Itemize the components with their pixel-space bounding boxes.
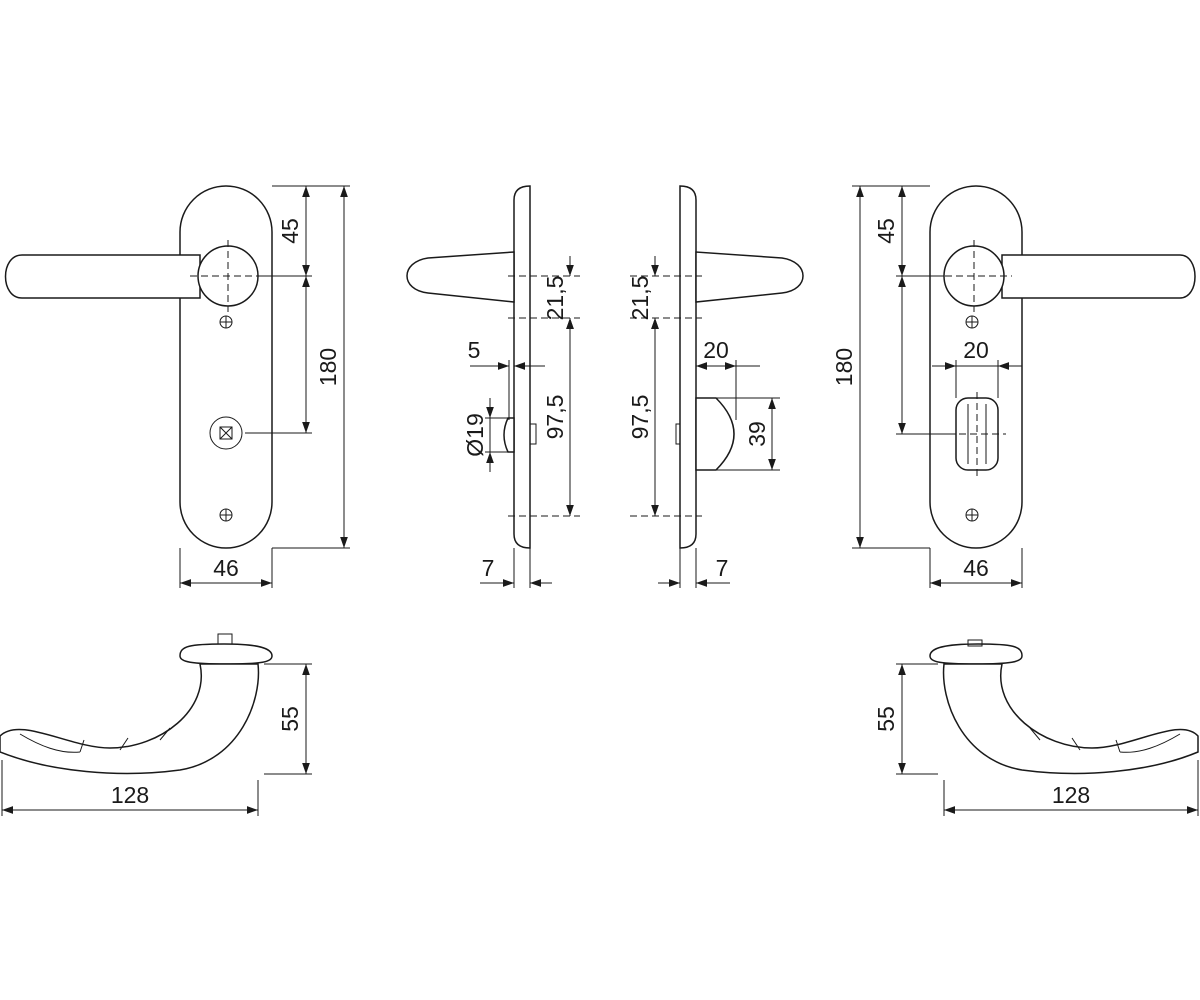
- dimension-label: 46: [963, 555, 989, 581]
- right-front-view: 45 180 20 46: [831, 185, 1196, 588]
- dimension-label: 21,5: [627, 276, 653, 321]
- dimension-label: 180: [831, 348, 857, 386]
- dimension-label: 5: [468, 337, 481, 363]
- rose-top: [179, 643, 273, 665]
- lever-top: [942, 663, 1199, 775]
- turn-profile: [695, 397, 735, 471]
- left-side-view: 21,5 97,5 5 Ø19 7: [406, 185, 580, 588]
- screw-icon: [219, 315, 233, 329]
- lever-top: [0, 663, 260, 775]
- screw-icon: [219, 508, 233, 522]
- privacy-turn-icon: [209, 416, 243, 450]
- backplate-profile: [513, 185, 531, 549]
- dimension-label: 21,5: [542, 276, 568, 321]
- dimension-label: 45: [277, 218, 303, 244]
- dimension-label: 55: [277, 706, 303, 732]
- dimension-label: 128: [1052, 782, 1090, 808]
- backplate: [179, 185, 273, 549]
- dimension-label: 45: [873, 218, 899, 244]
- dimension-label: 180: [315, 348, 341, 386]
- dimension-label: 20: [963, 337, 989, 363]
- dimension-label: 39: [744, 421, 770, 447]
- dimension-label: 97,5: [627, 395, 653, 440]
- dimension-label: 128: [111, 782, 149, 808]
- dimension-label: 7: [716, 555, 729, 581]
- left-top-view: 55 128: [0, 633, 312, 816]
- dimension-label: 20: [703, 337, 729, 363]
- thumb-turn-icon: [948, 392, 1006, 476]
- dimension-label: 46: [213, 555, 239, 581]
- lever-profile: [695, 251, 804, 303]
- rose-top: [929, 643, 1023, 665]
- right-side-view: 21,5 97,5 20 39 7: [627, 185, 804, 588]
- dimension-label: 55: [873, 706, 899, 732]
- knob-profile: [503, 417, 515, 453]
- dimension-label: 7: [482, 555, 495, 581]
- lever-handle: [1001, 254, 1196, 299]
- lever-handle: [4, 254, 201, 299]
- lever-profile: [406, 251, 515, 303]
- backplate-profile: [679, 185, 697, 549]
- left-front-view: 45 180 46: [4, 185, 350, 588]
- dimension-label: Ø19: [462, 413, 488, 456]
- dimension-label: 97,5: [542, 395, 568, 440]
- screw-icon: [965, 508, 979, 522]
- right-top-view: 55 128: [873, 639, 1199, 816]
- backplate: [929, 185, 1023, 549]
- screw-icon: [965, 315, 979, 329]
